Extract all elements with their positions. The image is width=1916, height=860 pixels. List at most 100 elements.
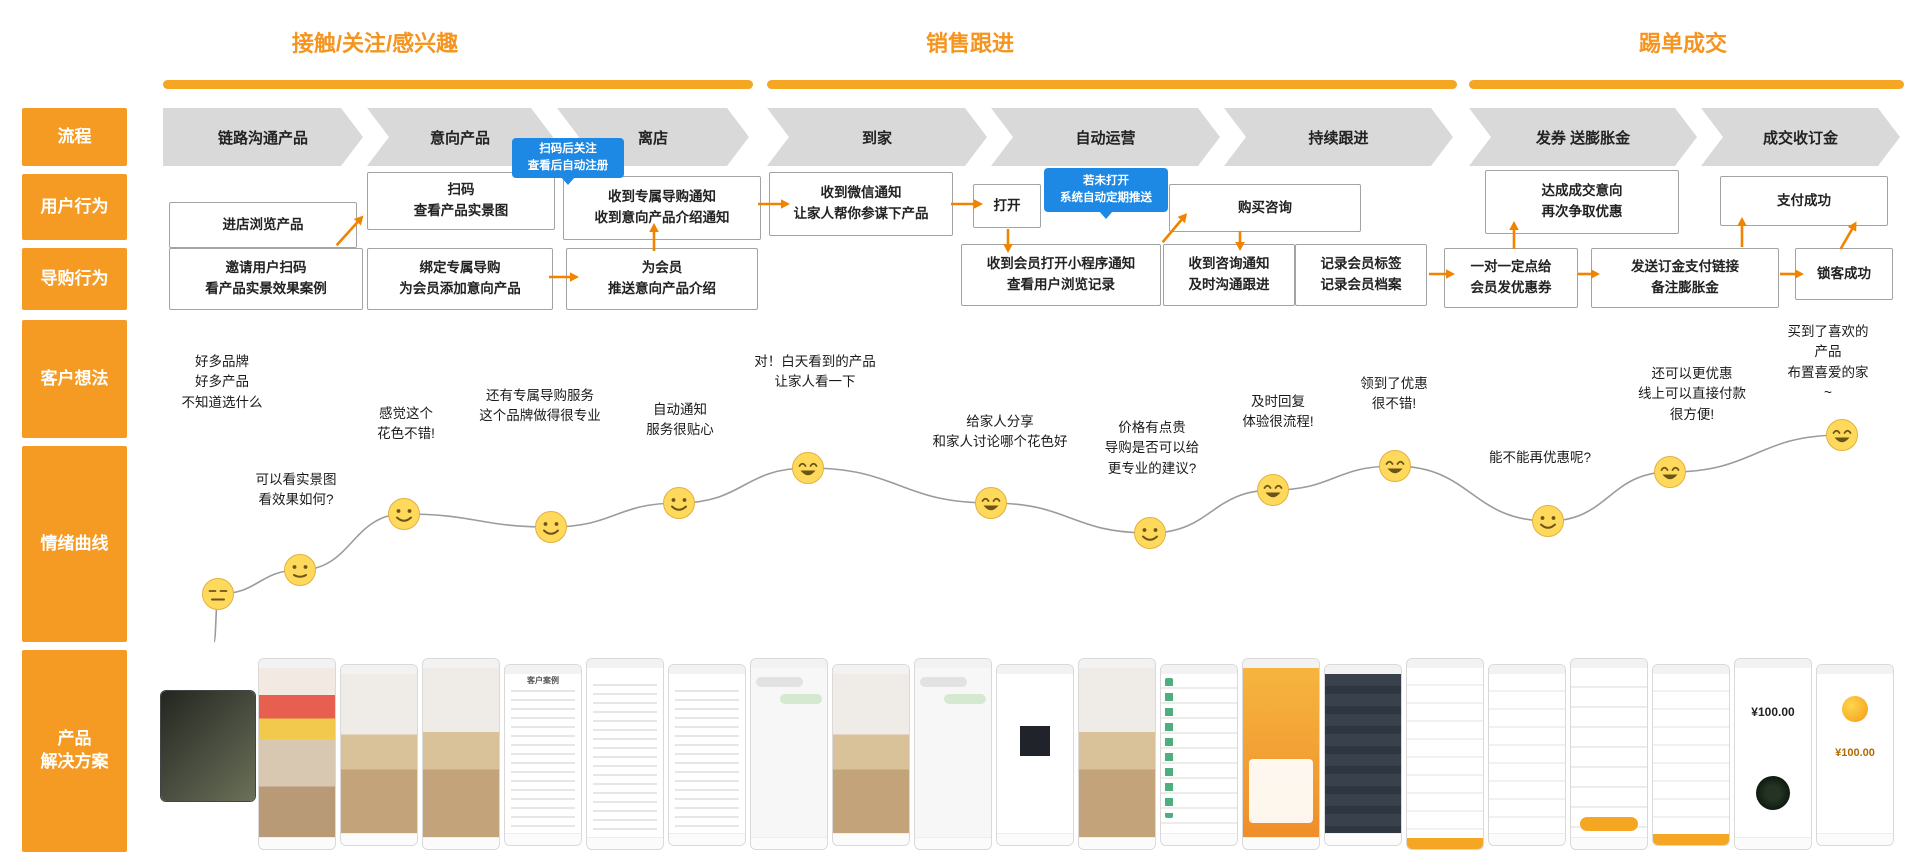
screenshot-content: [1571, 668, 1647, 837]
screenshot-statusbar: [1079, 659, 1155, 668]
flow-arrow: [1779, 268, 1805, 280]
screenshot-content: [1325, 674, 1401, 833]
screenshot-content: [1161, 674, 1237, 833]
screenshot-bottombar: [423, 837, 499, 849]
product-screenshot: [258, 658, 336, 850]
guide-action-box: 锁客成功: [1795, 248, 1893, 300]
product-screenshot: [1406, 658, 1484, 850]
screenshot-content: ¥100.00: [1817, 674, 1893, 833]
guide-action-box: 收到咨询通知 及时沟通跟进: [1163, 244, 1295, 306]
screenshot-content: [1407, 668, 1483, 838]
thought-note: 能不能再优惠呢?: [1488, 450, 1592, 465]
thought-note: 及时回复 体验很流程!: [1242, 394, 1314, 430]
screenshot-bottombar: [669, 833, 745, 845]
thought-note: 自动通知 服务很贴心: [646, 402, 714, 438]
user-action-box: 收到微信通知 让家人帮你参谋下产品: [769, 172, 953, 236]
process-step: 到家: [767, 108, 987, 166]
screenshot-statusbar: [1243, 659, 1319, 668]
phase-title: 踢单成交: [1638, 31, 1728, 56]
row-label-emotion-curve: 情绪曲线: [22, 446, 127, 642]
emotion-face-grin: [974, 486, 1008, 520]
screenshot-content: ¥100.00: [1735, 668, 1811, 837]
product-screenshot: [1242, 658, 1320, 850]
screenshot-label: ¥100.00: [1751, 705, 1795, 720]
screenshot-bottombar: [341, 833, 417, 845]
screenshot-content: [833, 674, 909, 833]
screenshot-label: 客户案例: [527, 676, 559, 685]
emotion-face-smirk: [283, 553, 317, 587]
screenshot-bottombar: [1243, 837, 1319, 849]
screenshot-statusbar: [669, 665, 745, 674]
flow-arrow: [1577, 268, 1601, 280]
phase-progress-bar: [1469, 80, 1904, 89]
flow-arrow: [1234, 230, 1246, 252]
emotion-face-smile: [662, 486, 696, 520]
flow-arrow: [548, 271, 580, 283]
emotion-face-smile: [1531, 504, 1565, 538]
row-label-guide-behavior: 导购行为: [22, 248, 127, 310]
screenshot-statusbar: [1571, 659, 1647, 668]
product-screenshot: [832, 664, 910, 846]
screenshot-bottombar: [505, 833, 581, 845]
product-screenshot: [1488, 664, 1566, 846]
screenshot-content: [751, 668, 827, 837]
row-label-solutions: 产品 解决方案: [22, 650, 127, 852]
phase-title: 销售跟进: [925, 31, 1015, 56]
flow-arrow: [332, 211, 369, 250]
screenshot-statusbar: [1817, 665, 1893, 674]
screenshot-bottombar: [1735, 837, 1811, 849]
row-label-user-behavior: 用户行为: [22, 174, 127, 240]
user-action-box: 扫码 查看产品实景图: [367, 172, 555, 230]
screenshot-bottombar: [997, 833, 1073, 845]
product-screenshot: 客户案例: [504, 664, 582, 846]
phase-progress-bar: [163, 80, 753, 89]
screenshot-bottombar: [259, 837, 335, 849]
screenshot-bottombar: [1653, 834, 1729, 845]
emotion-face-smile: [1133, 516, 1167, 550]
flow-arrow: [1157, 209, 1192, 247]
screenshot-statusbar: [259, 659, 335, 668]
screenshot-statusbar: [505, 665, 581, 674]
product-screenshot: [1324, 664, 1402, 846]
screenshot-statusbar: [1407, 659, 1483, 668]
screenshot-bottombar: [751, 837, 827, 849]
screenshot-bottombar: [1079, 837, 1155, 849]
screenshot-content: [161, 691, 255, 801]
screenshot-label: ¥100.00: [1835, 747, 1875, 760]
emotion-face-grin: [1378, 449, 1412, 483]
screenshot-bottombar: [587, 837, 663, 849]
row-label-thoughts: 客户想法: [22, 320, 127, 438]
product-screenshot: [750, 658, 828, 850]
user-action-box: 购买咨询: [1169, 184, 1361, 232]
screenshot-bottombar: [1407, 838, 1483, 849]
emotion-face-smile: [534, 510, 568, 544]
callout-badge: 扫码后关注 查看后自动注册: [512, 138, 624, 178]
flow-arrow: [1835, 218, 1862, 253]
guide-action-box: 邀请用户扫码 看产品实景效果案例: [169, 248, 363, 310]
user-action-box: 达成成交意向 再次争取优惠: [1485, 170, 1679, 234]
flow-arrow: [648, 222, 660, 252]
product-screenshot: [668, 664, 746, 846]
screenshot-content: [997, 674, 1073, 833]
screenshot-content: [593, 677, 657, 833]
emotion-face-grin: [1256, 473, 1290, 507]
thought-note: 领到了优惠 很不错!: [1360, 376, 1428, 412]
flow-arrow: [757, 198, 791, 210]
screenshot-content: [341, 674, 417, 833]
screenshot-content: [675, 683, 739, 829]
screenshot-statusbar: [1489, 665, 1565, 674]
flow-arrow: [950, 198, 984, 210]
screenshot-bottombar: [833, 833, 909, 845]
product-screenshot: ¥100.00: [1816, 664, 1894, 846]
guide-action-box: 发送订金支付链接 备注膨胀金: [1591, 248, 1779, 308]
product-screenshot: [586, 658, 664, 850]
thought-note: 还有专属导购服务 这个品牌做得很专业: [479, 388, 601, 424]
user-action-box: 支付成功: [1720, 176, 1888, 226]
product-screenshot: [914, 658, 992, 850]
product-screenshot: [996, 664, 1074, 846]
thought-note: 可以看实景图 看效果如何?: [255, 472, 337, 508]
product-screenshot: ¥100.00: [1734, 658, 1812, 850]
process-step: 持续跟进: [1224, 108, 1453, 166]
phase-title: 接触/关注/感兴趣: [291, 31, 459, 56]
